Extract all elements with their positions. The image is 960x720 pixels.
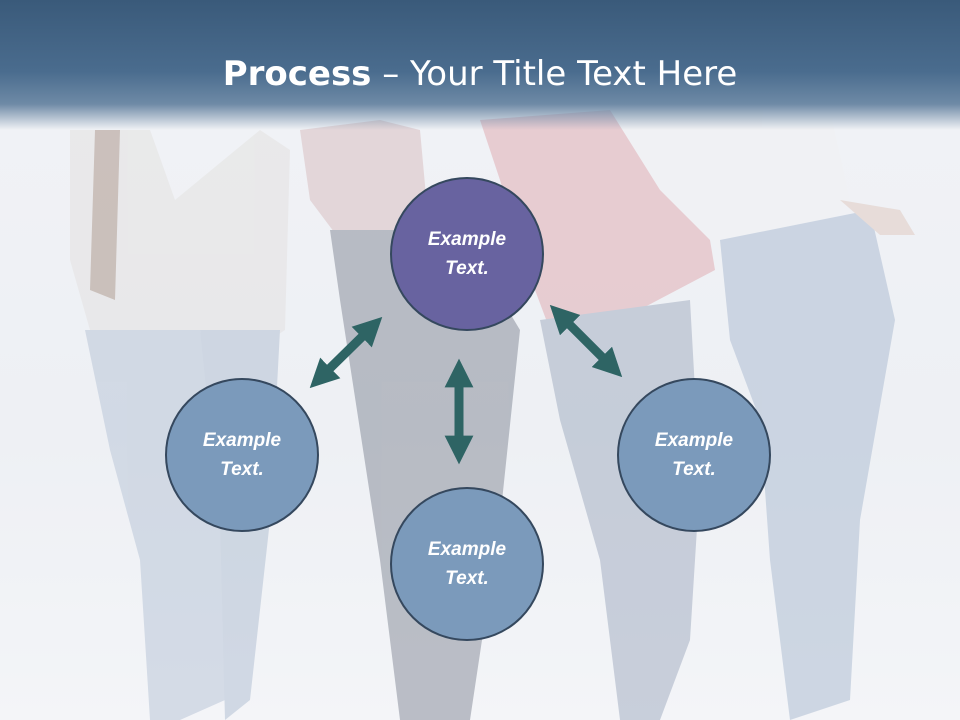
process-node-right[interactable]: Example Text. xyxy=(617,378,771,532)
node-label-left: Example Text. xyxy=(202,430,282,480)
node-label-right: Example Text. xyxy=(654,430,734,480)
title-band xyxy=(0,0,960,130)
node-label-bottom: Example Text. xyxy=(427,539,507,589)
node-label-top: Example Text. xyxy=(427,229,507,279)
title-rest: – Your Title Text Here xyxy=(371,54,738,94)
arrow-top-left xyxy=(309,316,383,389)
arrow-top-right xyxy=(549,304,623,378)
process-node-top[interactable]: Example Text. xyxy=(390,177,544,331)
slide-title: Process – Your Title Text Here xyxy=(0,52,960,96)
process-node-left[interactable]: Example Text. xyxy=(165,378,319,532)
title-bold: Process xyxy=(222,54,372,94)
process-node-bottom[interactable]: Example Text. xyxy=(390,487,544,641)
